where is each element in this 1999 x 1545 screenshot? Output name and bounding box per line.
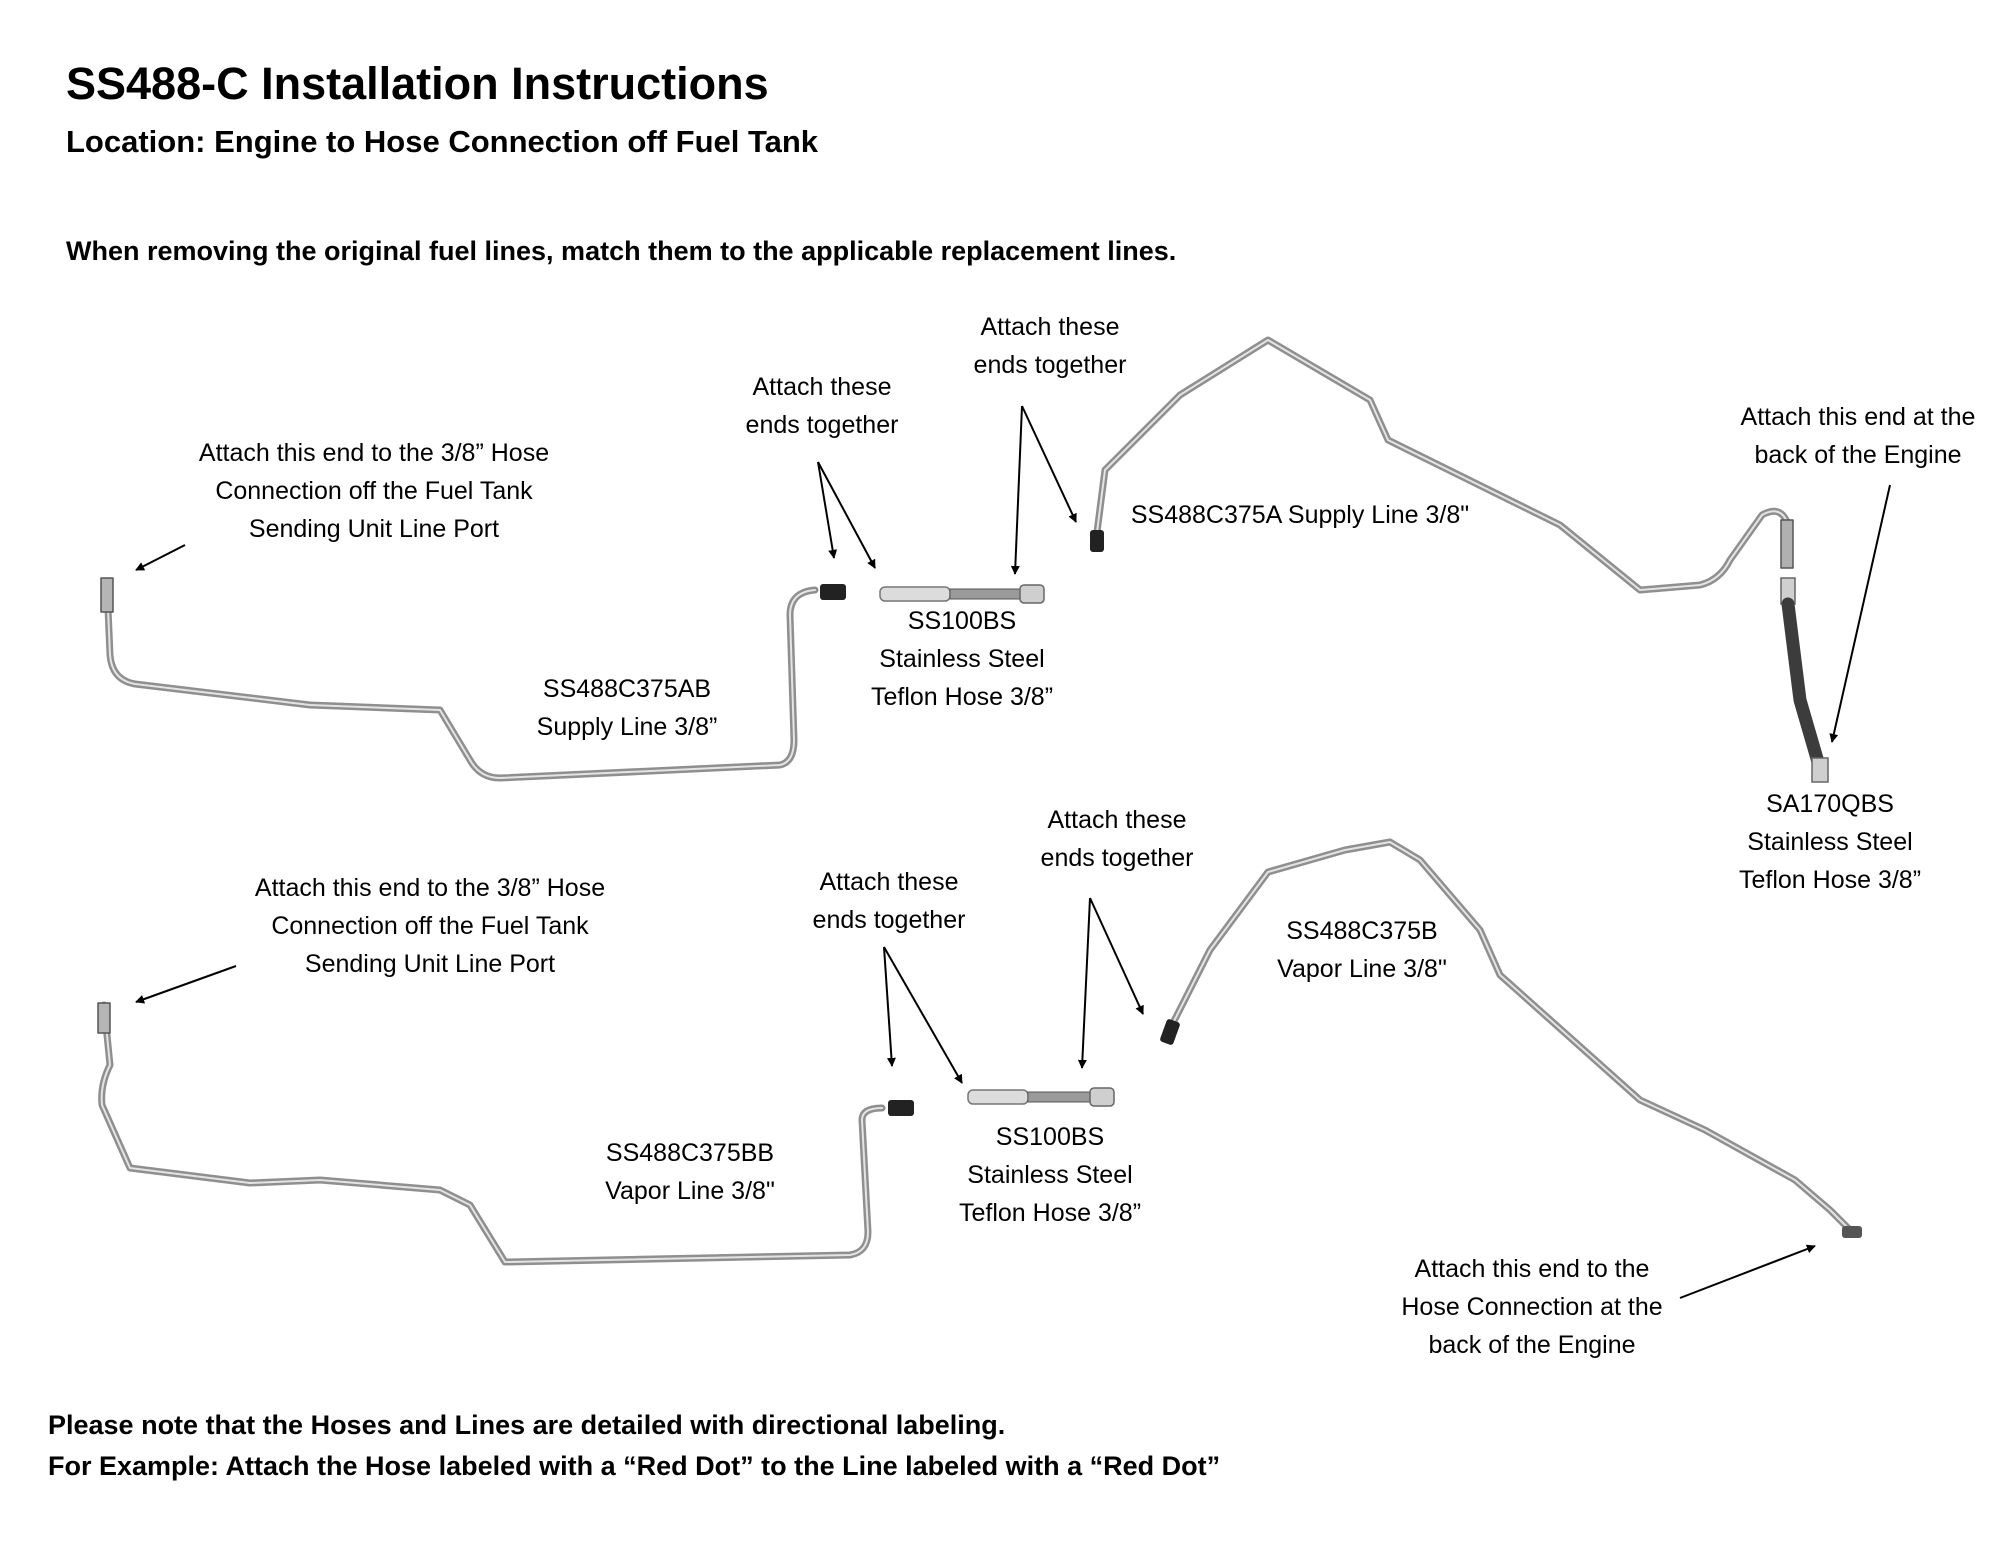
footer-note-example: For Example: Attach the Hose labeled wit…	[48, 1451, 1221, 1481]
arrow-supply-left-b	[817, 461, 876, 569]
engine-hose-sa170qbs	[1780, 577, 1829, 783]
vapor-line-bb	[97, 1001, 914, 1266]
vapor-attach-right-label: Attach these ends together	[1040, 806, 1194, 872]
supply-tank-end-note: Attach this end to the 3/8” Hose Connect…	[198, 439, 550, 543]
supply-attach-right-label: Attach these ends together	[973, 313, 1127, 379]
arrow-vapor-right-a	[1077, 897, 1091, 1069]
arrow-vapor-left-a	[883, 946, 896, 1067]
supply-line-ab	[100, 577, 846, 782]
footer-note-direction: Please note that the Hoses and Lines are…	[48, 1410, 1006, 1440]
supply-line-a	[1090, 336, 1794, 594]
supply-line-a-label: SS488C375A Supply Line 3/8"	[1130, 501, 1470, 529]
supply-hose-ss100bs	[879, 584, 1045, 604]
arrow-supply-engine-end	[1829, 484, 1891, 743]
instruction-text: When removing the original fuel lines, m…	[66, 236, 1177, 266]
supply-attach-left-label: Attach these ends together	[745, 373, 899, 439]
supply-line-ab-label: SS488C375AB Supply Line 3/8”	[536, 675, 718, 741]
location-subtitle: Location: Engine to Hose Connection off …	[66, 124, 819, 159]
arrow-vapor-right-b	[1089, 897, 1144, 1015]
supply-engine-end-note: Attach this end at the back of the Engin…	[1740, 403, 1976, 469]
arrow-vapor-tank-end	[135, 965, 237, 1004]
vapor-hose-ss100bs	[967, 1087, 1115, 1107]
vapor-attach-left-label: Attach these ends together	[812, 868, 966, 934]
arrow-supply-right-b	[1021, 405, 1077, 523]
vapor-line-bb-label: SS488C375BB Vapor Line 3/8"	[605, 1139, 775, 1205]
engine-hose-label: SA170QBS Stainless Steel Teflon Hose 3/8…	[1738, 790, 1922, 894]
arrow-supply-tank-end	[135, 544, 186, 571]
arrow-supply-left-a	[817, 461, 838, 559]
arrow-vapor-engine-end	[1679, 1244, 1816, 1299]
vapor-engine-end-note: Attach this end to the Hose Connection a…	[1401, 1255, 1663, 1359]
callout-arrows	[135, 405, 1891, 1299]
vapor-hose-label: SS100BS Stainless Steel Teflon Hose 3/8”	[958, 1123, 1142, 1227]
arrow-supply-right-a	[1010, 405, 1023, 575]
arrow-vapor-left-b	[883, 946, 963, 1084]
page-title: SS488-C Installation Instructions	[66, 58, 769, 109]
supply-hose-label: SS100BS Stainless Steel Teflon Hose 3/8”	[870, 607, 1054, 711]
vapor-tank-end-note: Attach this end to the 3/8” Hose Connect…	[254, 874, 606, 978]
vapor-line-b-label: SS488C375B Vapor Line 3/8"	[1277, 917, 1447, 983]
vapor-line-b	[1160, 838, 1862, 1238]
